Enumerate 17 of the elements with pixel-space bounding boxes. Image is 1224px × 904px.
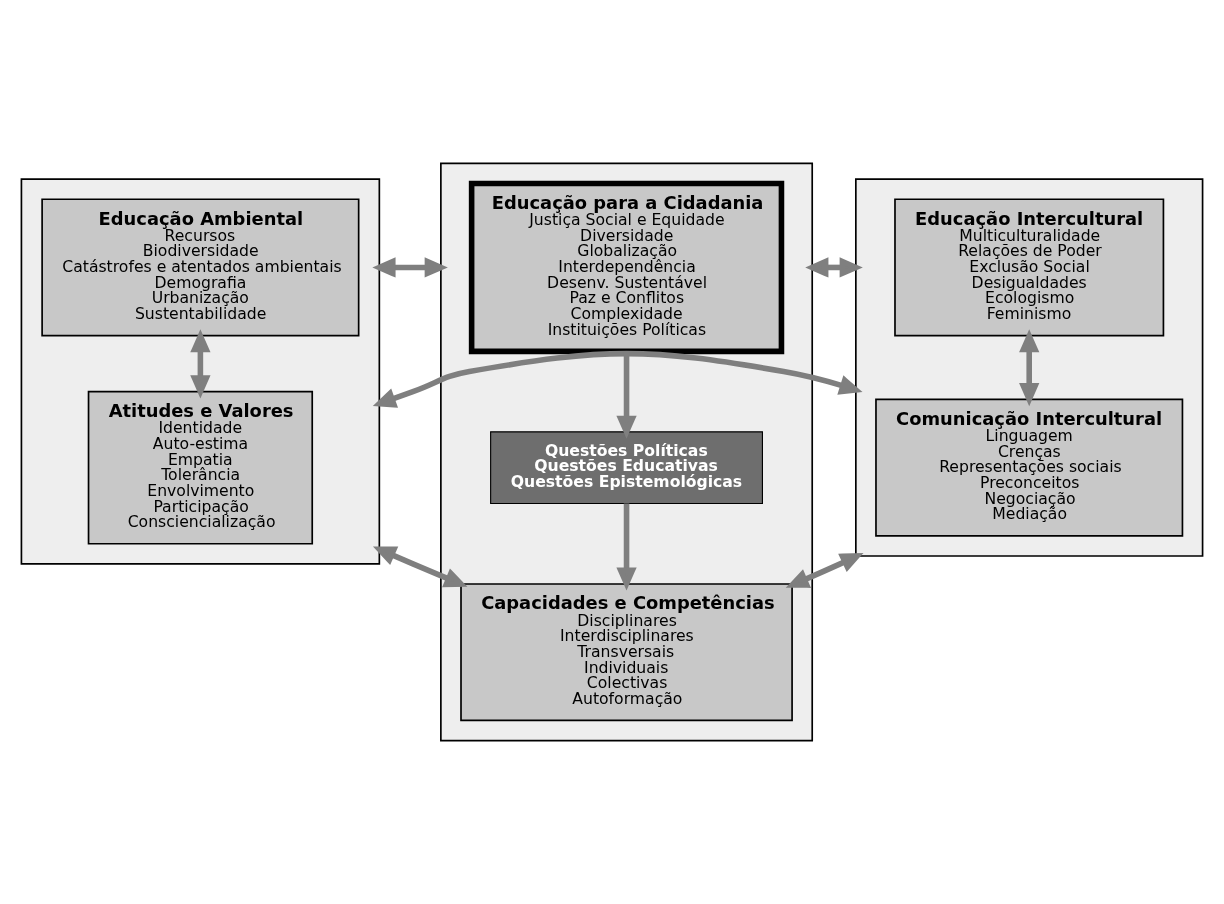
arrow	[372, 350, 863, 408]
arrow	[785, 553, 864, 588]
node-box: Capacidades e Competências Disciplinares Interdisciplinares Transversais Individuais Colectivas Autoformação	[460, 583, 793, 722]
node-box: Educação para a Cidadania Justiça Social e Equidade Diversidade Globalização Interdependência Desenv. Sustentável Paz e Conflitos Complexidade Instituições Políticas	[468, 180, 785, 355]
node-box: Comunicação Intercultural Linguagem Crenças Representações sociais Preconceitos Negociação Mediação	[875, 398, 1184, 537]
node-box: Educação Ambiental Recursos Biodiversidade Catástrofes e atentados ambientais Demografia Urbanização Sustentabilidade	[41, 198, 360, 337]
arrow	[190, 329, 211, 399]
arrow	[805, 257, 863, 278]
cluster	[855, 178, 1204, 557]
cluster	[20, 178, 381, 565]
arrow	[372, 546, 468, 588]
arrow	[372, 257, 448, 278]
arrow	[616, 503, 637, 591]
arrow	[1019, 329, 1040, 407]
node-box: Atitudes e Valores Identidade Auto-estima Empatia Tolerância Envolvimento Participação Consciencialização	[87, 390, 314, 545]
node-box: Educação Intercultural Multiculturalidade Relações de Poder Exclusão Social Desigualdades Ecologismo Feminismo	[894, 198, 1165, 337]
node-box: Questões Políticas Questões Educativas Questões Epistemológicas	[490, 431, 763, 504]
